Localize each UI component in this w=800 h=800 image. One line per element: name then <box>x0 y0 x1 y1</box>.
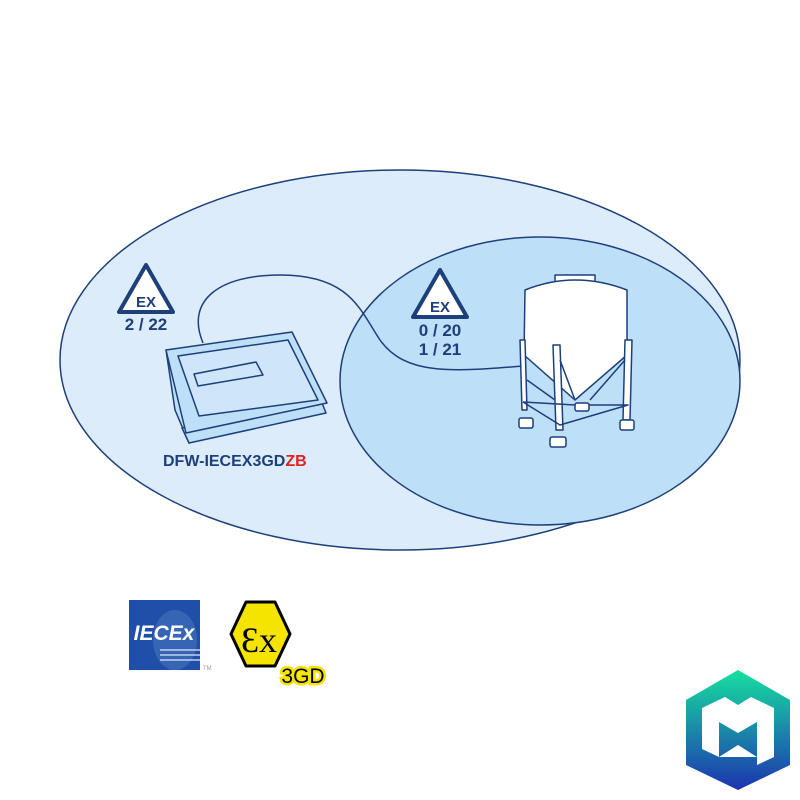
ex-label: EX <box>136 294 156 311</box>
atex-ex-logo: Ɛx 3GD <box>229 600 327 691</box>
device-model-label: DFW-IECEX3GDZB <box>163 453 307 470</box>
inner-zone <box>339 236 741 526</box>
svg-text:3GD: 3GD <box>281 665 324 688</box>
ex-label: EX <box>430 299 450 316</box>
silo-tank-icon <box>518 274 635 448</box>
svg-text:IECEx: IECEx <box>134 622 196 645</box>
brand-hexagon-logo <box>686 670 790 790</box>
zone-label-inner-2: 1 / 21 <box>419 340 462 359</box>
weighing-indicator-device <box>165 331 328 444</box>
ex-warning-icon-inner: EX <box>411 268 469 319</box>
svg-text:TM: TM <box>203 666 212 672</box>
cable <box>197 274 524 371</box>
zone-label-inner-1: 0 / 20 <box>419 321 462 340</box>
iecex-logo: IECEx TM <box>129 600 212 672</box>
ex-warning-icon-outer: EX <box>117 263 175 314</box>
zone-label-outer: 2 / 22 <box>125 315 168 334</box>
svg-text:Ɛx: Ɛx <box>241 620 277 660</box>
